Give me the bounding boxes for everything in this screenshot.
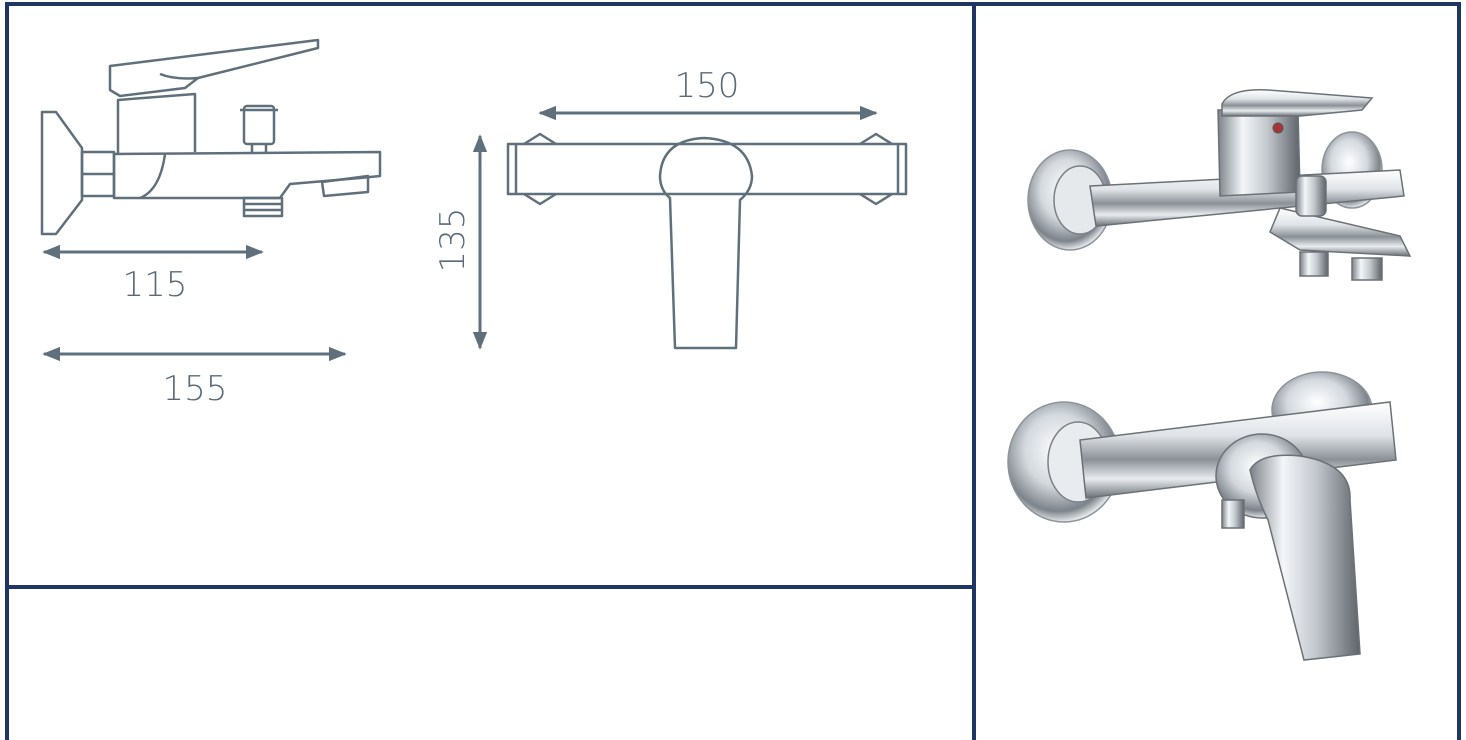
shower-mixer-photo <box>1007 371 1397 661</box>
dim-label-150: 150 <box>675 66 740 106</box>
dim-label-135: 135 <box>433 208 473 273</box>
frame-borders <box>5 2 1461 740</box>
bath-mixer-drawing <box>40 38 382 236</box>
dim-label-155: 155 <box>163 369 228 409</box>
bath-mixer-photo <box>1027 89 1412 281</box>
shower-mixer-dimension-lines <box>472 105 878 350</box>
dim-label-115: 115 <box>123 265 188 305</box>
shower-mixer-drawing <box>506 132 908 350</box>
bath-mixer-dimension-lines <box>42 244 347 362</box>
